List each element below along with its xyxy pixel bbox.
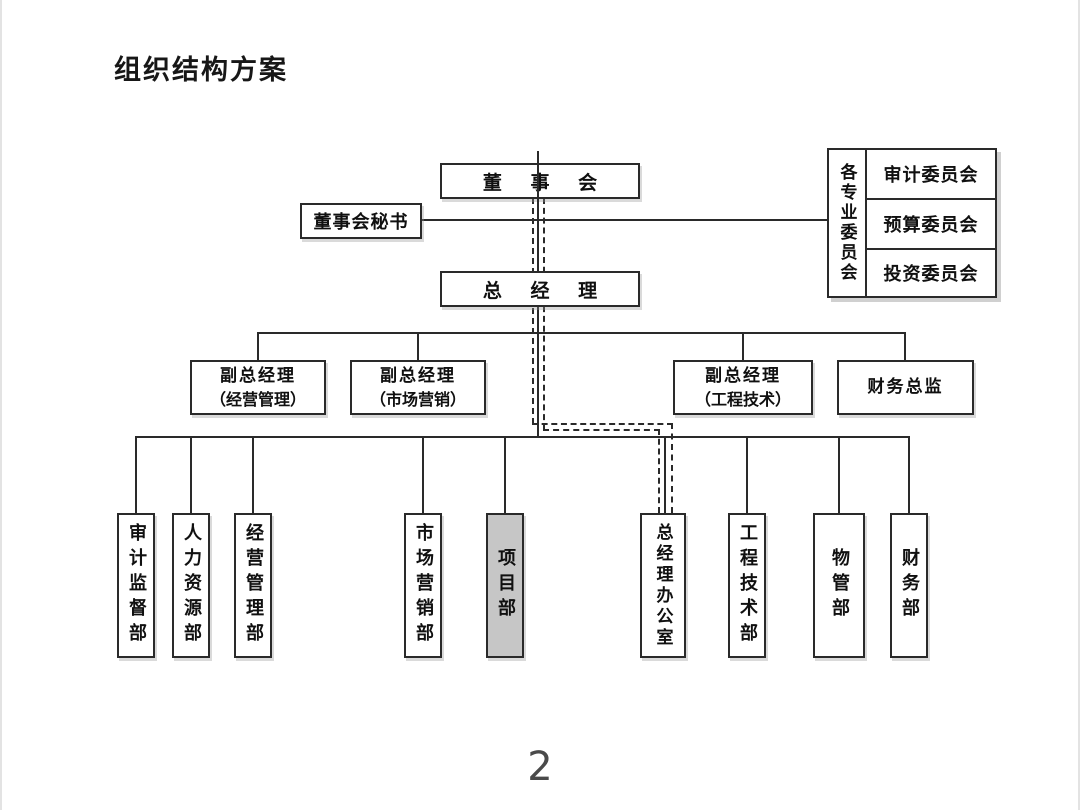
general-manager-box: 总 经 理 <box>440 271 640 307</box>
connector-drop-manager-4 <box>904 334 906 360</box>
manager-scope: （市场营销） <box>369 390 466 410</box>
dashed-line-to-gm-office-right <box>671 423 673 513</box>
slide-left-edge <box>0 0 2 810</box>
connector-drop-dept-6 <box>664 438 666 513</box>
department-box-marketing: 市场营销部 <box>404 513 442 658</box>
department-box-human-resources: 人力资源部 <box>172 513 210 658</box>
manager-title: 副总经理 <box>220 365 296 386</box>
manager-box-marketing: 副总经理 （市场营销） <box>350 360 486 415</box>
slide-title: 组织结构方案 <box>114 55 288 86</box>
department-box-engineering-tech: 工程技术部 <box>728 513 766 658</box>
committee-label: 审计委员会 <box>883 165 979 186</box>
connector-managers-bus <box>257 332 906 334</box>
connector-board-to-gm <box>537 151 539 272</box>
department-label: 经营管理部 <box>243 523 264 648</box>
department-box-audit-supervision: 审计监督部 <box>117 513 155 658</box>
department-label: 工程技术部 <box>737 523 758 648</box>
connector-drop-dept-9 <box>908 438 910 513</box>
page-number: 2 <box>527 744 553 790</box>
department-box-gm-office: 总经理办公室 <box>640 513 686 658</box>
connector-drop-dept-4 <box>422 438 424 513</box>
dashed-line-vertical-right <box>543 198 545 430</box>
manager-title: 财务总监 <box>867 377 944 398</box>
committees-label: 各专业委员会 <box>836 163 857 283</box>
manager-title: 副总经理 <box>705 365 781 386</box>
board-box: 董 事 会 <box>440 163 640 199</box>
department-label: 市场营销部 <box>413 523 434 648</box>
department-box-business-management: 经营管理部 <box>234 513 272 658</box>
manager-title: 副总经理 <box>380 365 456 386</box>
connector-drop-dept-1 <box>135 438 137 513</box>
committee-box-budget: 预算委员会 <box>865 198 997 250</box>
connector-drop-manager-2 <box>417 334 419 360</box>
department-label: 项目部 <box>495 548 516 623</box>
department-label: 物管部 <box>829 548 850 623</box>
connector-drop-manager-1 <box>257 334 259 360</box>
board-label: 董 事 会 <box>482 171 609 194</box>
department-label: 人力资源部 <box>181 523 202 648</box>
department-label: 审计监督部 <box>126 523 147 648</box>
department-label: 总经理办公室 <box>652 522 673 649</box>
manager-scope: （经营管理） <box>209 390 306 410</box>
committee-box-investment: 投资委员会 <box>865 248 997 298</box>
connector-drop-manager-3 <box>742 334 744 360</box>
connector-departments-bus <box>135 436 910 438</box>
dashed-line-horizontal-top <box>532 423 673 425</box>
general-manager-label: 总 经 理 <box>482 279 609 302</box>
department-box-finance: 财务部 <box>890 513 928 658</box>
department-box-property-management: 物管部 <box>813 513 865 658</box>
connector-drop-dept-7 <box>746 438 748 513</box>
dashed-line-to-gm-office-left <box>658 429 660 513</box>
connector-secretary-to-committees <box>422 219 827 221</box>
committee-label: 预算委员会 <box>883 215 979 236</box>
board-secretary-label: 董事会秘书 <box>313 212 409 233</box>
department-box-project: 项目部 <box>486 513 524 658</box>
connector-drop-dept-8 <box>838 438 840 513</box>
manager-box-engineering: 副总经理 （工程技术） <box>673 360 813 415</box>
manager-scope: （工程技术） <box>694 390 791 410</box>
connector-gm-to-departments <box>537 306 539 437</box>
board-secretary-box: 董事会秘书 <box>300 203 422 239</box>
manager-box-cfo: 财务总监 <box>837 360 974 415</box>
committees-label-box: 各专业委员会 <box>827 148 867 298</box>
committee-box-audit: 审计委员会 <box>865 148 997 200</box>
committee-label: 投资委员会 <box>883 264 979 285</box>
connector-drop-dept-2 <box>190 438 192 513</box>
committees-group: 各专业委员会 审计委员会 预算委员会 投资委员会 <box>827 148 997 298</box>
dashed-line-vertical-left <box>532 198 534 424</box>
manager-box-operations: 副总经理 （经营管理） <box>190 360 326 415</box>
connector-drop-dept-3 <box>252 438 254 513</box>
connector-drop-dept-5 <box>504 438 506 513</box>
dashed-line-horizontal-bottom <box>543 429 660 431</box>
slide-right-edge <box>1078 0 1080 810</box>
department-label: 财务部 <box>899 548 920 623</box>
